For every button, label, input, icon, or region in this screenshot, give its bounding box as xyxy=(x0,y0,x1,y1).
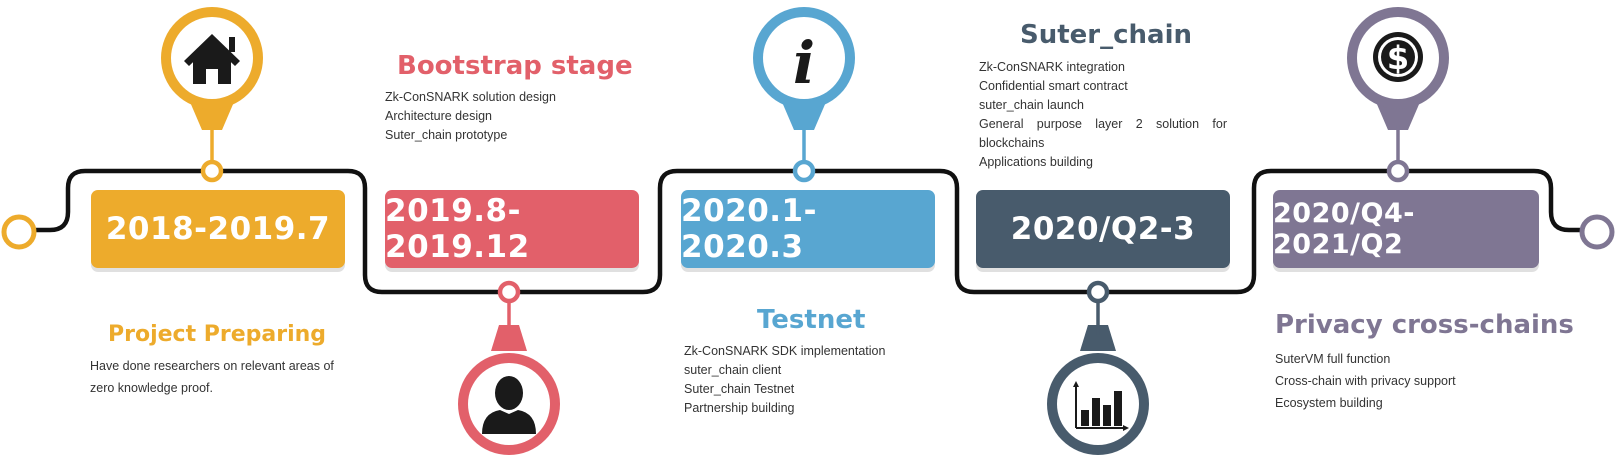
stage-5-description: SuterVM full function Cross-chain with p… xyxy=(1275,348,1456,414)
stage-5-pin: $ xyxy=(1347,7,1449,183)
info-icon: i xyxy=(793,29,815,97)
list-item: Suter_chain prototype xyxy=(385,128,508,142)
stage-3-period: 2020.1-2020.3 xyxy=(681,193,817,265)
stage-4-pin xyxy=(1047,280,1149,455)
list-item: Ecosystem building xyxy=(1275,396,1383,410)
stage-2-description: Zk-ConSNARK solution design Architecture… xyxy=(385,88,556,145)
stage-5-period-box: 2020/Q4-2021/Q2 xyxy=(1273,190,1539,268)
list-item: Partnership building xyxy=(684,401,795,415)
list-item: zero knowledge proof. xyxy=(90,381,213,395)
list-item: Zk-ConSNARK integration xyxy=(979,60,1125,74)
stage-2-pin xyxy=(458,280,560,455)
stage-2-period: 2019.8-2019.12 xyxy=(385,193,530,265)
list-item: suter_chain client xyxy=(684,363,782,377)
bar-chart-icon xyxy=(1073,381,1129,431)
list-item: Zk-ConSNARK solution design xyxy=(385,90,556,104)
stage-4-period: 2020/Q2-3 xyxy=(1010,211,1196,247)
timeline-start-node xyxy=(1,214,37,250)
timeline-end-node xyxy=(1579,214,1615,250)
stage-1-period: 2018-2019.7 xyxy=(105,211,331,247)
home-icon xyxy=(184,34,240,84)
list-item: Cross-chain with privacy support xyxy=(1275,374,1456,388)
stage-5-period: 2020/Q4-2021/Q2 xyxy=(1273,198,1415,260)
stage-4-period-box: 2020/Q2-3 xyxy=(976,190,1230,268)
list-item: SuterVM full function xyxy=(1275,352,1391,366)
stage-3-period-box: 2020.1-2020.3 xyxy=(681,190,935,268)
list-item: suter_chain launch xyxy=(979,98,1084,112)
stage-2-title: Bootstrap stage xyxy=(397,51,633,81)
dollar-coin-icon: $ xyxy=(1373,32,1423,82)
stage-3-title: Testnet xyxy=(757,305,866,335)
stage-1-pin xyxy=(161,7,263,183)
user-icon xyxy=(482,376,536,434)
stage-4-description: Zk-ConSNARK integration Confidential sma… xyxy=(979,58,1227,172)
list-item: Have done researchers on relevant areas … xyxy=(90,359,334,373)
stage-5-title: Privacy cross-chains xyxy=(1275,310,1574,340)
list-item: General purpose layer 2 solution for blo… xyxy=(979,117,1227,150)
svg-text:i: i xyxy=(793,29,815,97)
stage-1-period-box: 2018-2019.7 xyxy=(91,190,345,268)
list-item: Confidential smart contract xyxy=(979,79,1128,93)
stage-1-description: Have done researchers on relevant areas … xyxy=(90,355,334,399)
stage-1-title: Project Preparing xyxy=(108,322,327,347)
svg-text:$: $ xyxy=(1387,39,1409,77)
stage-4-title: Suter_chain xyxy=(1020,20,1193,50)
list-item: Applications building xyxy=(979,155,1093,169)
list-item: Suter_chain Testnet xyxy=(684,382,795,396)
list-item: Zk-ConSNARK SDK implementation xyxy=(684,344,886,358)
list-item: Architecture design xyxy=(385,109,493,123)
stage-3-pin: i xyxy=(753,7,855,183)
stage-2-period-box: 2019.8-2019.12 xyxy=(385,190,639,268)
stage-3-description: Zk-ConSNARK SDK implementation suter_cha… xyxy=(684,342,885,418)
